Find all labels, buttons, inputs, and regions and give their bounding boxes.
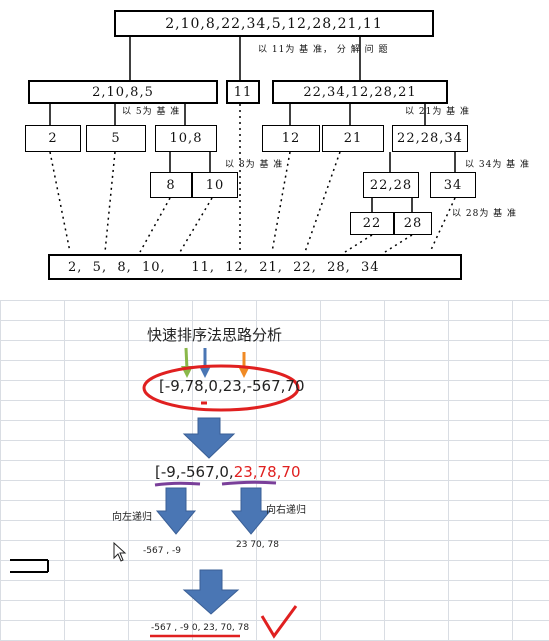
left-partition-box: 2,10,8,5	[28, 80, 218, 104]
left-recursion-result: -567 , -9	[143, 546, 181, 556]
partition-left-text: [-9,-567,0,	[155, 463, 234, 481]
pivot-box: 11	[226, 80, 260, 104]
partition-right-text: 23,78,70	[233, 463, 301, 481]
node-22-28-34-text: 22,28,34	[397, 131, 463, 146]
node-34-text: 34	[443, 177, 463, 193]
node-12-text: 12	[281, 131, 301, 146]
down-arrow-right	[230, 487, 272, 535]
node-5-text: 5	[111, 131, 121, 146]
left-recursion-label: 向左递归	[112, 512, 152, 523]
right-recursion-label: 向右递归	[266, 505, 306, 516]
initial-array-text: [-9,78,0,23,-567,70	[159, 377, 305, 395]
orange-marker-arrow	[238, 352, 250, 378]
node-5-box: 5	[86, 125, 146, 152]
node-10-8-text: 10,8	[169, 131, 203, 146]
down-arrow-final	[182, 569, 240, 615]
right-recursion-result: 23 70, 78	[236, 540, 279, 550]
root-pivot-note: 以 11为 基 准， 分 解 问 题	[258, 45, 389, 55]
left-pivot-note: 以 5为 基 准	[122, 107, 181, 117]
node-22-28-box: 22,28	[363, 172, 419, 198]
down-arrow-1	[182, 417, 236, 459]
node-10-box: 10	[192, 172, 238, 198]
pivot-34-note: 以 34为 基 准	[465, 160, 531, 170]
left-partition-text: 2,10,8,5	[92, 84, 154, 100]
pivot-8-note: 以 8为 基 准	[225, 160, 284, 170]
node-22-text: 22	[362, 216, 382, 231]
node-2-text: 2	[48, 131, 58, 146]
node-10-text: 10	[205, 177, 225, 193]
root-array-text: 2,10,8,22,34,5,12,28,21,11	[165, 15, 383, 32]
right-partition-box: 22,34,12,28,21	[272, 80, 448, 104]
node-34-box: 34	[430, 172, 476, 198]
node-22-28-text: 22,28	[369, 177, 413, 193]
pivot-text: 11	[233, 84, 253, 100]
node-8-box: 8	[150, 172, 192, 198]
quicksort-sketch-sheet: 快速排序法思路分析 [-9,78,0,23,-567,70 [-9,-567,0…	[0, 300, 549, 641]
tree-connectors	[49, 37, 456, 253]
pivot-28-note: 以 28为 基 准	[452, 209, 518, 219]
blue-marker-arrow	[199, 348, 211, 378]
sorted-result-box: 2, 5, 8, 10, 11, 12, 21, 22, 28, 34	[48, 254, 462, 280]
green-marker-arrow	[181, 347, 193, 378]
node-22-box: 22	[350, 212, 394, 235]
node-2-box: 2	[25, 125, 81, 152]
node-10-8-box: 10,8	[155, 125, 217, 152]
right-pivot-note: 以 21为 基 准	[405, 107, 471, 117]
partition-array: [-9,-567,0,23,78,70	[155, 463, 301, 481]
diagram-title: 快速排序法思路分析	[147, 326, 283, 344]
sorted-result-text: 2, 5, 8, 10, 11, 12, 21, 22, 28, 34	[68, 259, 380, 275]
node-21-text: 21	[343, 131, 363, 146]
node-28-text: 28	[403, 216, 423, 231]
final-sorted-text: -567 , -9 0, 23, 70, 78	[151, 623, 250, 633]
node-21-box: 21	[322, 125, 384, 152]
node-22-28-34-box: 22,28,34	[392, 125, 468, 152]
node-28-box: 28	[394, 212, 432, 235]
mouse-cursor-icon	[113, 541, 127, 562]
root-array-box: 2,10,8,22,34,5,12,28,21,11	[114, 10, 434, 37]
node-12-box: 12	[262, 125, 320, 152]
check-mark	[260, 605, 298, 639]
down-arrow-left	[155, 487, 197, 535]
red-circle	[142, 364, 300, 412]
right-partition-text: 22,34,12,28,21	[303, 84, 417, 100]
node-8-text: 8	[166, 177, 176, 193]
sketch-annotations	[10, 347, 300, 639]
